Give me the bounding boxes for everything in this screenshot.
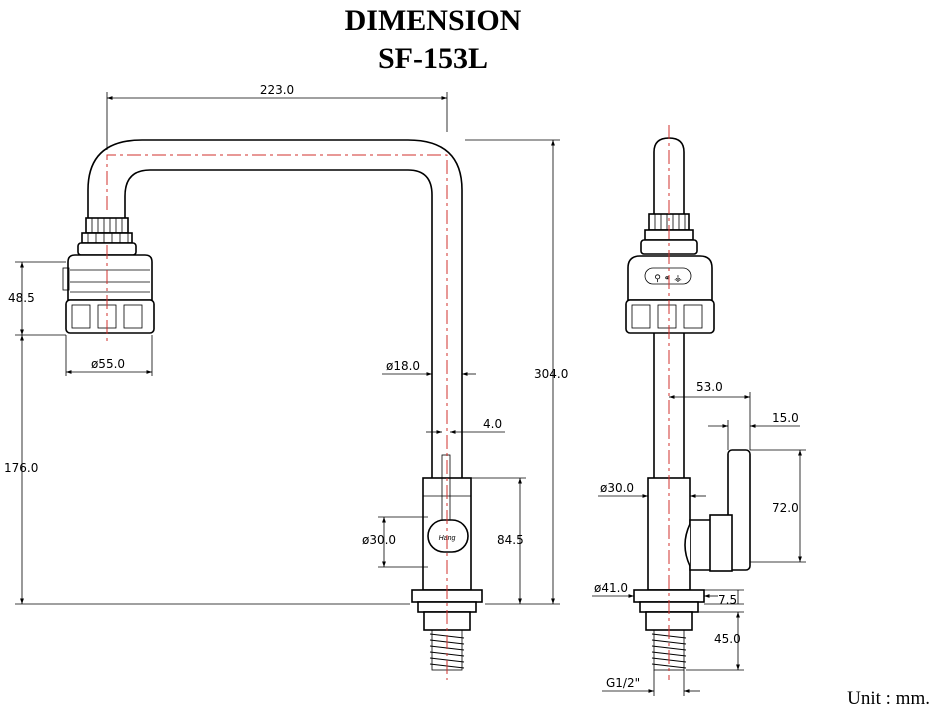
label-pipe-diameter: ø18.0 [386, 359, 420, 373]
dim-spout-width: 223.0 [106, 83, 448, 150]
dim-body-diameter: ø30.0 [362, 516, 428, 568]
dim-side-body-diameter: ø30.0 [598, 481, 706, 498]
dim-total-height: 304.0 [465, 139, 568, 605]
label-body-diameter: ø30.0 [362, 533, 396, 547]
spout-pipe-inner [124, 169, 433, 478]
label-base-height: 7.5 [718, 593, 737, 607]
dim-base-diameter: ø41.0 [592, 581, 718, 598]
aerator-nut [77, 217, 137, 256]
dim-aerator-height: 48.5 [8, 261, 66, 336]
label-handle-offset: 53.0 [696, 380, 723, 394]
front-view: Hang 223.0 4 [4, 83, 568, 680]
dim-base-height: 7.5 [704, 589, 744, 607]
label-thread-length: 45.0 [714, 632, 741, 646]
dim-thread-spec: G1/2" [602, 670, 700, 696]
dim-aerator-diameter: ø55.0 [65, 335, 153, 376]
label-base-diameter: ø41.0 [594, 581, 628, 595]
drawing-title: DIMENSION SF-153L [0, 2, 866, 78]
label-handle-width: 15.0 [772, 411, 799, 425]
label-aerator-diameter: ø55.0 [91, 357, 125, 371]
spout-pipe-outer [87, 139, 463, 478]
dim-handle-gap: 4.0 [426, 417, 505, 434]
label-side-body-diameter: ø30.0 [600, 481, 634, 495]
front-centerline [106, 154, 448, 680]
label-spout-height: 176.0 [4, 461, 38, 475]
label-thread-spec: G1/2" [606, 676, 640, 690]
dim-handle-width: 15.0 [708, 411, 800, 450]
unit-label: Unit : mm. [847, 688, 930, 709]
dim-handle-height: 72.0 [750, 449, 806, 563]
label-body-height: 84.5 [497, 533, 524, 547]
side-view: ⚲ ⚭ ⚶ [592, 125, 806, 696]
label-total-height: 304.0 [534, 367, 568, 381]
side-aerator-head: ⚲ ⚭ ⚶ [625, 255, 715, 334]
dim-handle-offset: 53.0 [669, 380, 751, 450]
dim-thread-length: 45.0 [686, 611, 744, 671]
title-line-1: DIMENSION [344, 4, 522, 37]
spray-mode-icons: ⚲ ⚭ ⚶ [654, 274, 682, 284]
label-aerator-height: 48.5 [8, 291, 35, 305]
dim-pipe-diameter: ø18.0 [382, 359, 476, 376]
label-handle-height: 72.0 [772, 501, 799, 515]
side-body-and-handle [647, 449, 751, 591]
dim-spout-height: 176.0 [4, 335, 410, 605]
dim-body-height: 84.5 [471, 477, 526, 604]
label-handle-gap: 4.0 [483, 417, 502, 431]
aerator-head [62, 254, 155, 334]
title-line-2: SF-153L [377, 42, 488, 75]
label-spout-width: 223.0 [260, 83, 294, 97]
